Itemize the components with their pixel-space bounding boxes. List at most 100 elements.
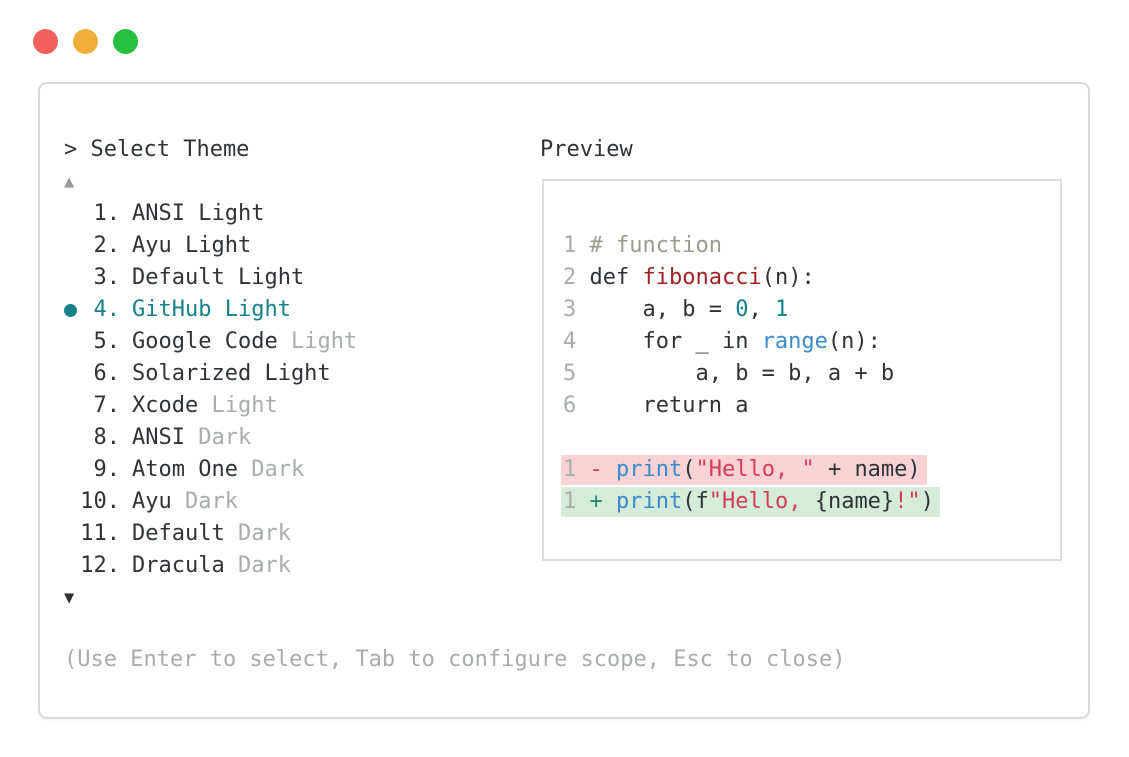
code-token: print [616,489,683,514]
theme-list-item[interactable]: 11.Default Dark [64,518,534,550]
theme-name: Atom One Dark [132,457,305,482]
keyboard-hint: (Use Enter to select, Tab to configure s… [64,647,846,672]
code-token: + [589,489,603,514]
line-number: 1 [563,233,577,258]
code-line: 1 # function [563,230,1060,262]
code-token [603,489,616,514]
code-token: (f [682,489,709,514]
diff-line-added: 1 + print(f"Hello, {name}!") [561,486,1060,518]
code-gap [576,326,589,358]
blank-line [563,422,1060,454]
theme-number: 10. [80,489,120,514]
line-number: 6 [563,393,577,418]
theme-list-item[interactable]: 10. Ayu Dark [64,486,534,518]
theme-name: Ayu Dark [132,489,238,514]
code-token: print [616,457,683,482]
zoom-button-icon[interactable] [113,29,138,54]
theme-number: 12. [80,553,120,578]
theme-name: Google Code Light [132,329,358,354]
code-token: (n): [827,329,881,354]
theme-name-variant: Dark [237,521,291,546]
theme-list-item[interactable]: 9. Atom One Dark [64,454,534,486]
theme-list-item[interactable]: 2. Ayu Light [64,230,534,262]
code-token: def [589,265,643,290]
code-gap [576,457,589,482]
code-token: (n): [761,265,815,290]
code-token: for _ in [589,329,762,354]
theme-name: Ayu Light [132,233,252,258]
code-token: 1 [774,297,789,322]
theme-number: 7. [93,393,121,418]
code-token: a, b = [589,297,736,322]
theme-name-variant: Dark [198,425,252,450]
code-gap [576,262,589,294]
theme-name: GitHub Light [132,297,291,322]
theme-number: 5. [93,329,121,354]
theme-name: ANSI Dark [132,425,252,450]
code-token: 0 [735,297,749,322]
code-token: "Hello, " [695,457,815,482]
code-token: a, b = b, a + b [589,361,895,386]
theme-name-variant: Light [290,329,358,354]
code-token: return a [589,393,749,418]
close-button-icon[interactable] [33,29,58,54]
theme-number: 4. [93,297,121,322]
code-token: fibonacci [642,265,762,290]
theme-name-variant: Dark [251,457,305,482]
theme-name-variant: Dark [237,553,291,578]
code-line: 3 a, b = 0, 1 [563,294,1060,326]
theme-list-item[interactable]: 1.ANSI Light [64,198,534,230]
code-line: 4 for _ in range(n): [563,326,1060,358]
theme-name: Dracula Dark [132,553,291,578]
code-token: "Hello, [708,489,815,514]
code-token: - [589,457,603,482]
theme-list-item[interactable]: 5. Google Code Light [64,326,534,358]
theme-list-item[interactable]: 6.Solarized Light [64,358,534,390]
line-number: 4 [563,329,577,354]
theme-name: ANSI Light [132,201,265,226]
code-token [603,457,616,482]
code-line: 6 return a [563,390,1060,422]
preview-title: Preview [540,137,633,162]
theme-number: 3. [93,265,121,290]
theme-list-item[interactable]: 3.Default Light [64,262,534,294]
code-line: 5 a, b = b, a + b [563,358,1060,390]
theme-number: 8. [93,425,121,450]
line-number: 1 [563,457,577,482]
theme-list-item[interactable]: 4. GitHub Light [64,294,534,326]
theme-list-item[interactable]: 7. Xcode Light [64,390,534,422]
scroll-up-icon[interactable]: ▲ [64,172,75,192]
theme-number: 6. [93,361,121,386]
code-gap [576,230,589,262]
scroll-down-icon[interactable]: ▼ [64,588,75,608]
code-token: {name} [814,489,895,514]
code-token: ( [682,457,696,482]
theme-number: 2. [93,233,121,258]
code-gap [576,390,589,422]
theme-list-item[interactable]: 8. ANSI Dark [64,422,534,454]
theme-name: Default Dark [132,521,291,546]
code-gap [576,358,589,390]
theme-list-item[interactable]: 12. Dracula Dark [64,550,534,582]
window-controls [33,29,138,54]
code-gap [576,489,589,514]
minimize-button-icon[interactable] [73,29,98,54]
diff-line-removed: 1 - print("Hello, " + name) [561,454,1060,486]
code-gap [576,294,589,326]
theme-name-variant: Light [211,393,278,418]
theme-name: Xcode Light [132,393,278,418]
code-token: range [761,329,828,354]
code-token: !" [894,489,921,514]
diff-highlight: 1 + print(f"Hello, {name}!") [561,487,940,517]
theme-number: 9. [93,457,121,482]
line-number: 5 [563,361,577,386]
code-line: 2 def fibonacci(n): [563,262,1060,294]
code-token: # function [589,233,722,258]
line-number: 3 [563,297,577,322]
selected-bullet-icon [64,303,80,317]
diff-highlight: 1 - print("Hello, " + name) [561,455,927,485]
